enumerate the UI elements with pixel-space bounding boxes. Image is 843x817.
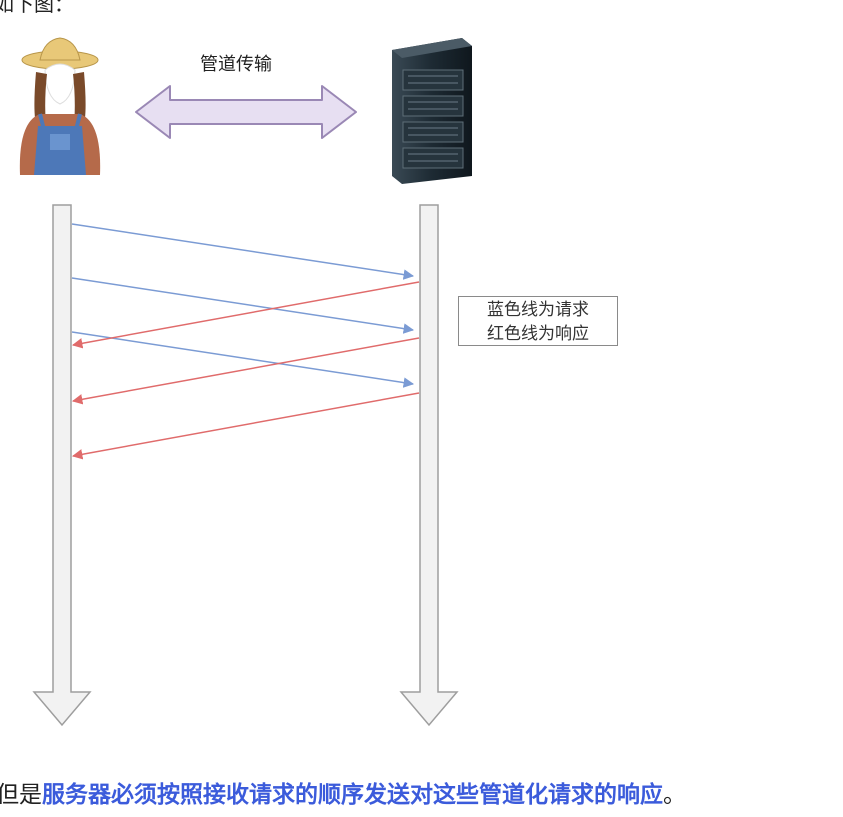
response-arrow-3 — [71, 392, 420, 460]
caption-suffix: 。 — [663, 782, 686, 808]
caption-prefix: 但是 — [0, 782, 42, 808]
server-timeline — [399, 204, 459, 727]
legend-request-line: 蓝色线为请求 — [487, 300, 589, 320]
client-timeline — [32, 204, 92, 727]
legend-box: 蓝色线为请求 红色线为响应 — [458, 296, 618, 346]
request-arrow-2 — [71, 277, 415, 334]
response-arrow-2 — [71, 337, 420, 405]
legend-response-line: 红色线为响应 — [487, 324, 589, 344]
pipe-transfer-label: 管道传输 — [200, 54, 272, 75]
response-arrow-1 — [71, 281, 420, 349]
pipeline-diagram — [19, 37, 472, 727]
clipped-intro-text: 如下图： — [0, 0, 74, 16]
pipe-double-arrow — [135, 85, 357, 139]
caption-emphasis: 服务器必须按照接收请求的顺序发送对这些管道化请求的响应 — [42, 782, 663, 808]
server-rack-icon — [392, 38, 472, 184]
farmer-client-icon — [19, 37, 101, 175]
request-arrow-1 — [71, 223, 415, 280]
caption-text: 但是服务器必须按照接收请求的顺序发送对这些管道化请求的响应。 — [0, 780, 686, 810]
request-arrow-3 — [71, 331, 415, 388]
